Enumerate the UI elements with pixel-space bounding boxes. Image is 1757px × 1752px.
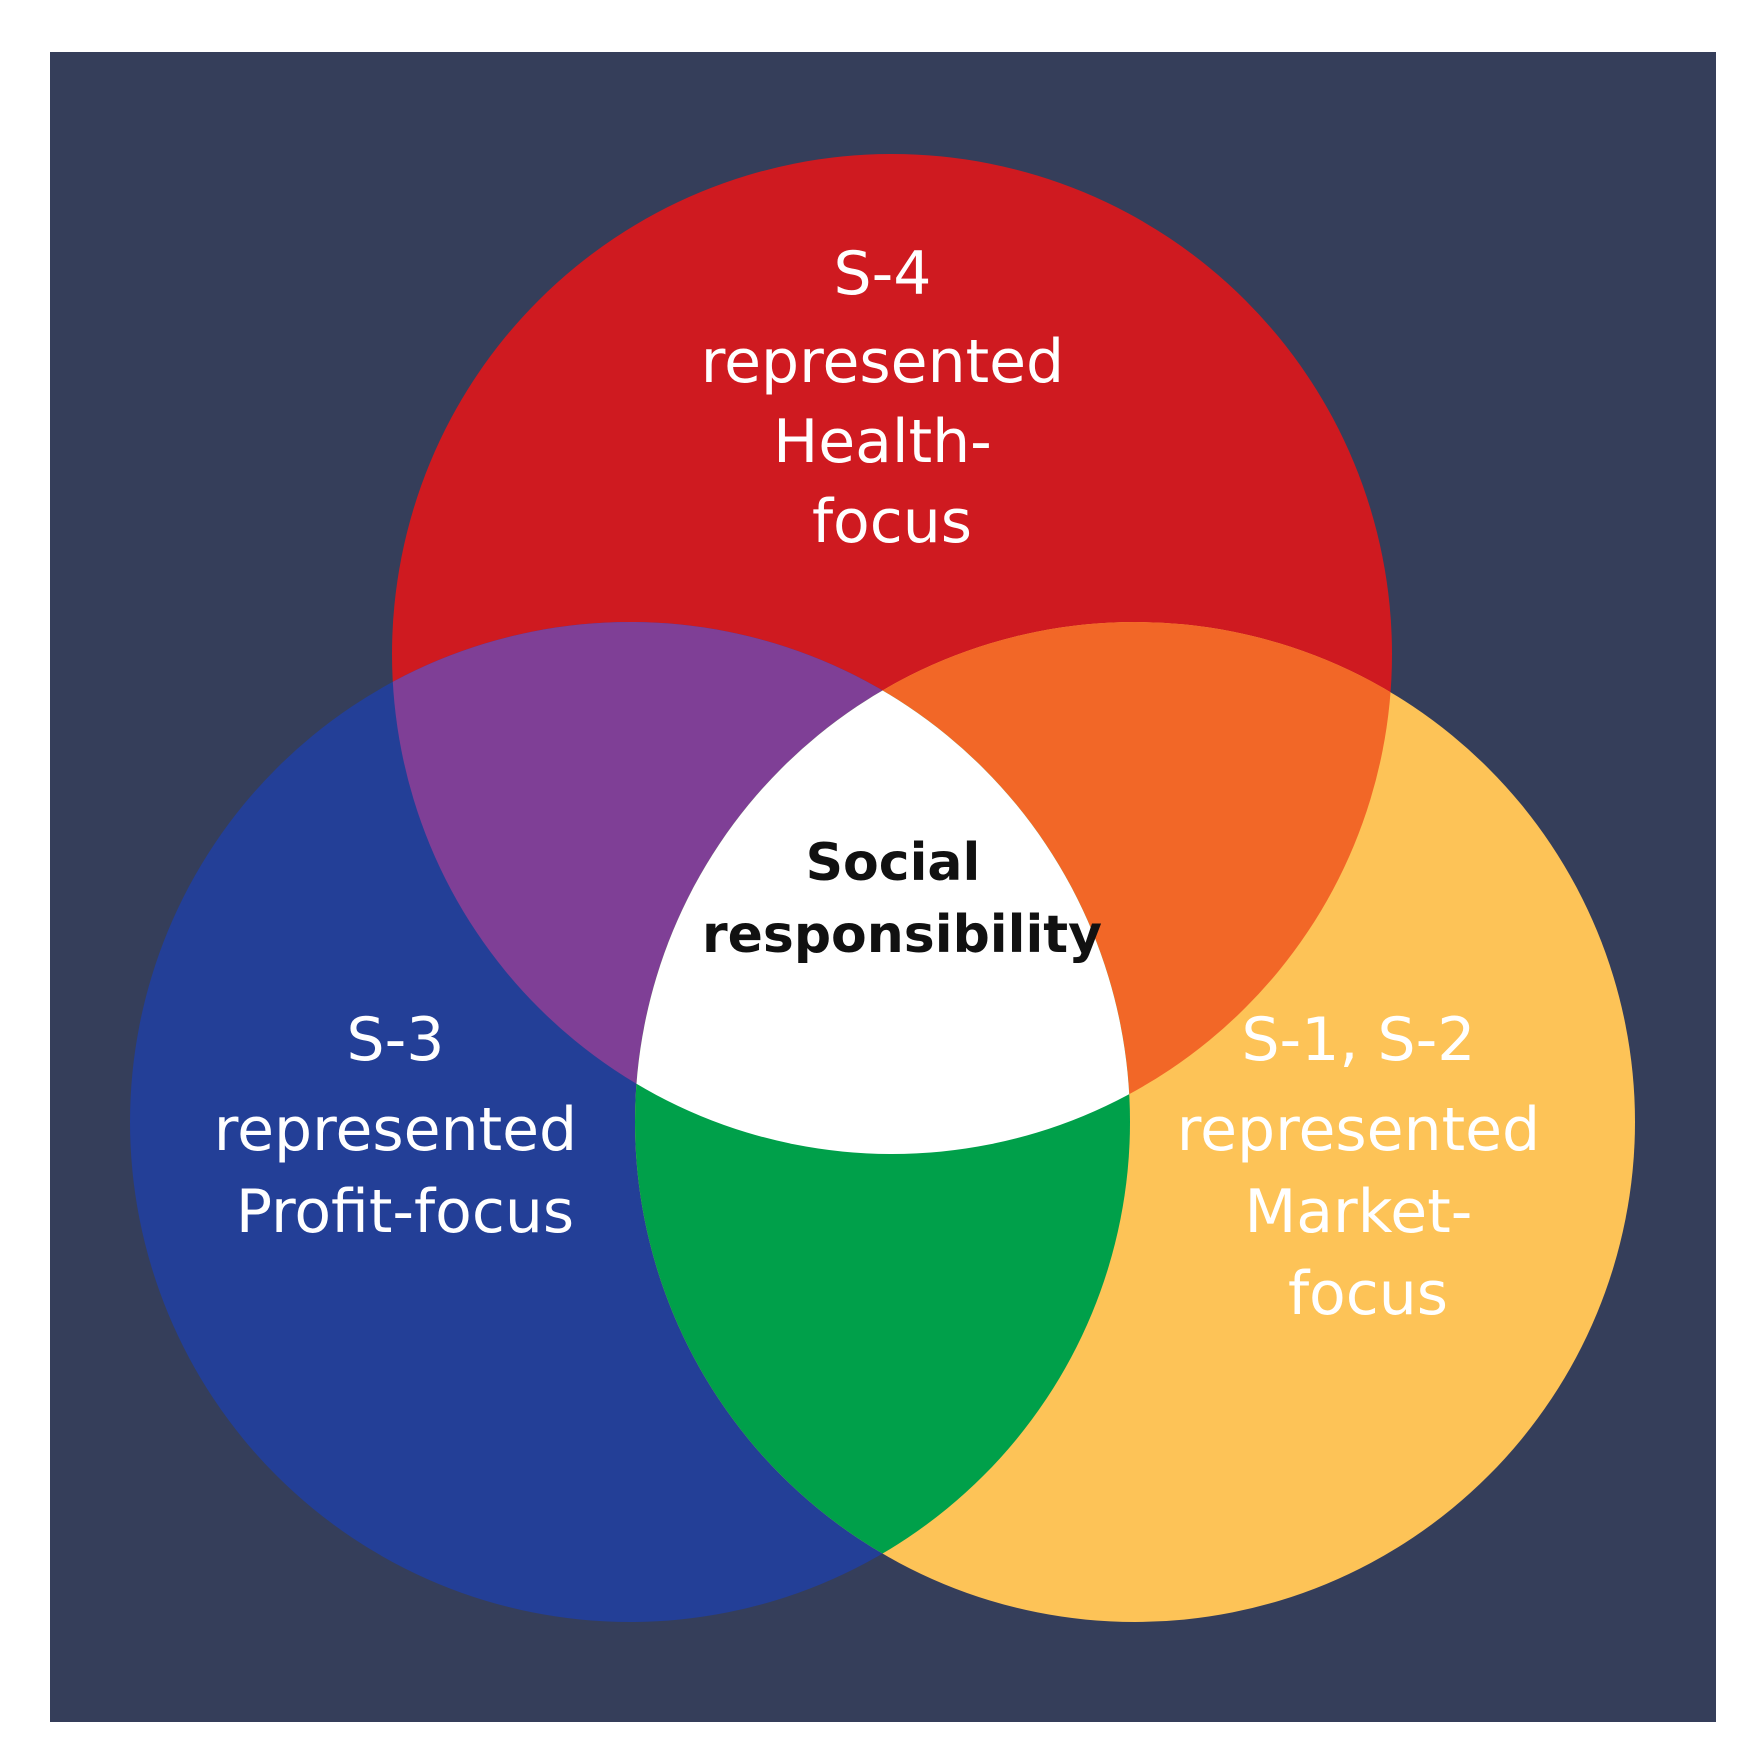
health-label-line: Health- [773, 407, 992, 477]
profit-label-line: S-3 [347, 1005, 445, 1075]
market-label-line: represented [1177, 1095, 1540, 1165]
center-label-line: responsibility [702, 905, 1102, 965]
market-label-line: S-1, S-2 [1241, 1005, 1475, 1075]
profit-label-line: Profit-focus [236, 1177, 574, 1247]
profit-label: S-3 represented Profit-focus [214, 1005, 596, 1247]
profit-label-line: represented [214, 1095, 577, 1165]
health-label: S-4 represented Health- focus [701, 239, 1083, 557]
market-label-line: Market- [1245, 1177, 1473, 1247]
health-label-line: focus [812, 487, 972, 557]
venn-diagram: S-4 represented Health- focus S-3 repres… [50, 52, 1716, 1722]
health-label-line: represented [701, 327, 1064, 397]
market-label: S-1, S-2 represented Market- focus [1177, 1005, 1559, 1329]
center-label: Social responsibility [702, 833, 1102, 965]
market-label-line: focus [1288, 1259, 1448, 1329]
venn-diagram-panel: S-4 represented Health- focus S-3 repres… [50, 52, 1716, 1722]
center-overlap [635, 622, 1130, 1154]
center-label-line: Social [806, 833, 981, 893]
health-label-line: S-4 [834, 239, 932, 309]
